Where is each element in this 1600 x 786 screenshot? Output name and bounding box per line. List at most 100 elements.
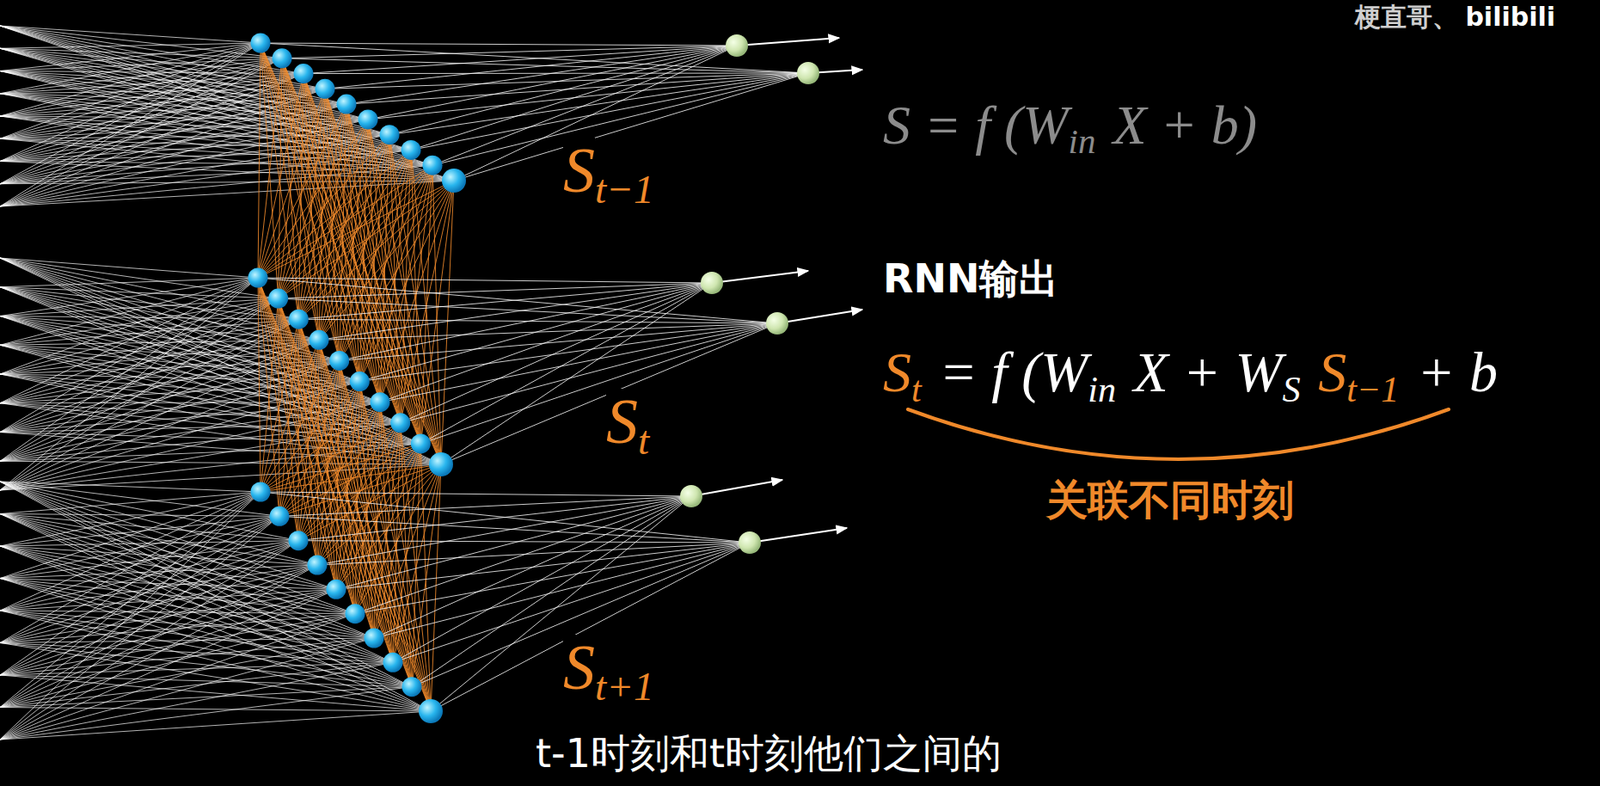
output-line [298, 540, 750, 543]
formula-rnn: + b [1416, 342, 1498, 402]
input-line [0, 257, 381, 403]
hidden-neuron [401, 140, 422, 160]
neuron-dots [248, 33, 821, 724]
hidden-neuron [251, 482, 271, 503]
output-line [367, 45, 737, 120]
input-line [0, 42, 261, 207]
state-label-group: St+1 [563, 634, 656, 709]
hidden-neuron [288, 530, 309, 551]
input-line [0, 515, 280, 707]
input-line [0, 381, 360, 433]
recurrent-line [298, 464, 442, 541]
output-arrow [691, 479, 783, 497]
input-line [0, 339, 319, 432]
output-line [389, 73, 809, 135]
hidden-neuron [248, 268, 269, 289]
recurrent-line [260, 464, 442, 492]
formula-plain: S = f (W [882, 96, 1069, 154]
recurrent-line [303, 73, 421, 444]
recurrent-line [298, 165, 433, 319]
output-neuron [738, 531, 761, 554]
input-line [0, 613, 356, 644]
hidden-neuron [268, 288, 289, 309]
input-line [0, 491, 261, 515]
formula-rnn: S [1318, 342, 1347, 402]
output-line [339, 282, 712, 361]
recurrent-line [298, 104, 347, 319]
heading: RNN输出 [882, 257, 1059, 300]
formula-rnn: S [1281, 370, 1300, 409]
recurrent-line [257, 104, 347, 278]
hidden-neuron [315, 79, 336, 99]
input-line [0, 662, 393, 740]
input-line [0, 73, 304, 162]
output-line [410, 45, 737, 150]
input-line [0, 88, 325, 184]
hidden-neuron [441, 168, 466, 193]
output-line [400, 323, 778, 423]
output-line [298, 282, 712, 319]
input-line [0, 540, 299, 579]
hidden-neuron [383, 652, 404, 673]
input-line [0, 277, 258, 288]
recurrent-line [257, 277, 261, 492]
recurrent-line [278, 149, 411, 299]
output-neuron [796, 61, 820, 85]
hidden-neuron [307, 555, 328, 576]
recurrent-line [318, 165, 433, 340]
recurrent-line [317, 464, 442, 565]
recurrent-line [373, 464, 442, 638]
output-arrow [749, 527, 847, 543]
hidden-neuron [370, 392, 391, 412]
recurrent-line [298, 422, 401, 541]
output-line [260, 42, 737, 46]
recurrent-line [336, 464, 442, 589]
recurrent-line [380, 402, 412, 687]
input-line [0, 491, 261, 579]
input-line [0, 637, 374, 675]
input-line [0, 564, 318, 675]
output-line [317, 496, 692, 565]
recurrent-line [339, 165, 433, 361]
hidden-neuron [364, 628, 385, 649]
input-line [0, 257, 340, 361]
output-line [257, 277, 712, 283]
output-neuron [766, 312, 789, 335]
output-neuron [680, 484, 703, 508]
input-line [0, 25, 304, 74]
recurrent-line [278, 88, 325, 299]
output-line [373, 496, 692, 638]
input-line [0, 491, 261, 708]
output-line [303, 45, 737, 74]
recurrent-line [336, 443, 421, 589]
input-line [0, 540, 299, 740]
formula-plain: X + b) [1112, 96, 1257, 154]
brace-note-group: 关联不同时刻 [1046, 478, 1294, 522]
input-line [0, 491, 261, 611]
state-label: S [563, 634, 595, 702]
recurrent-line [303, 73, 442, 465]
recurrent-line [260, 42, 401, 423]
subtitle-group: t-1时刻和t时刻他们之间的 [535, 732, 1002, 774]
recurrent-line [389, 134, 442, 465]
formula-plain: in [1068, 122, 1097, 160]
input-line [0, 564, 318, 740]
formula-rnn-group: St= f (WinX + WSSt−1+ b [882, 342, 1498, 409]
input-line [0, 277, 258, 433]
state-label: S [563, 137, 595, 205]
recurrent-line [257, 180, 454, 278]
output-line [441, 323, 778, 465]
recurrent-line [317, 422, 401, 565]
input-line [0, 540, 299, 644]
hidden-neuron [402, 676, 423, 697]
output-line [318, 323, 778, 340]
output-line [355, 542, 750, 614]
input-line [0, 25, 454, 181]
brace-note: 关联不同时刻 [1046, 478, 1294, 522]
output-line [411, 496, 692, 687]
recurrent-line [420, 180, 454, 444]
output-line [430, 542, 750, 712]
output-line [441, 282, 712, 465]
output-line [339, 323, 778, 361]
input-line [0, 578, 431, 712]
